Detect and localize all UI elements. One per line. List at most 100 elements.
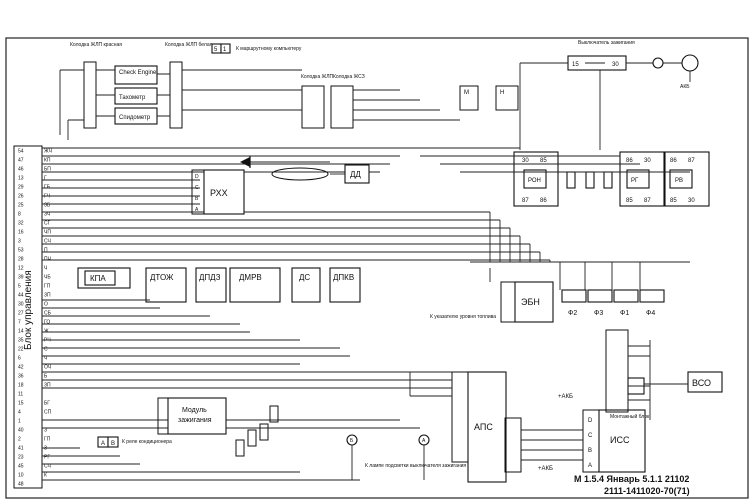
ecu-pin-number: 12 [18, 266, 24, 272]
diode [240, 156, 330, 168]
svg-text:85: 85 [540, 158, 547, 164]
ecu-pin-number: 16 [18, 230, 24, 236]
svg-text:30: 30 [522, 158, 529, 164]
ground-b: Б [346, 434, 358, 446]
svg-text:Н: Н [500, 90, 504, 96]
ecu-pin-number: 41 [18, 446, 24, 452]
check-engine-box [114, 65, 158, 85]
iss-label: ИСС [610, 435, 630, 445]
ecu-pin-number: 8 [18, 212, 21, 218]
svg-text:D: D [588, 418, 593, 424]
aps-label: АПС [474, 422, 493, 432]
tachometer-label: Тахометр [119, 95, 146, 101]
svg-text:М: М [464, 90, 469, 96]
ecu-wire-color: ГП [44, 437, 51, 443]
connector-4-label: Колодка ЖСЗ [333, 74, 365, 80]
ecu-pin-number: 2 [18, 437, 21, 443]
ecu-pin-number: 39 [18, 275, 24, 281]
ecu-wire-color: ГП [44, 284, 51, 290]
ecu-wire-color: Б [44, 374, 48, 380]
dpkv-label: ДПКВ [333, 273, 354, 282]
ds-block: ДС [291, 267, 321, 303]
title-line-2: 2111-1411020-70(71) [604, 486, 690, 496]
ecu-wire-color: ЗП [44, 293, 51, 299]
ecu-pin-number: 23 [18, 455, 24, 461]
dtozh-label: ДТОЖ [150, 273, 174, 282]
ebn-block: ЭБН К указателю уровня топлива [430, 281, 554, 323]
ecu-wire-color: ПЧ [44, 257, 51, 263]
ecu-wire-color: СБ [44, 311, 52, 317]
connector-red-label: Колодка ЖЛП красная [70, 42, 122, 48]
ecu-pin-number: 35 [18, 338, 24, 344]
dtozh-block: ДТОЖ [145, 267, 187, 303]
dmrv-label: ДМРВ [239, 273, 262, 282]
svg-text:РГ: РГ [631, 178, 639, 184]
tachometer-box [114, 87, 158, 105]
check-engine-label: Check Engine [119, 70, 157, 76]
ecu-pin-number: 14 [18, 329, 24, 335]
svg-text:Ф2: Ф2 [568, 310, 577, 317]
battery-label: АКБ [680, 84, 690, 90]
ecu-wire-color: ЧБ [44, 275, 51, 281]
ecu-wire-color: ЗП [44, 383, 51, 389]
ecu-pin-number: 53 [18, 248, 24, 254]
route-computer-label: К маршрутному компьютеру [236, 46, 302, 52]
ground-a: А [418, 434, 430, 446]
ecu-pin-number: 27 [18, 311, 24, 317]
relay-ron: РОН 30 85 87 86 [513, 151, 559, 207]
ecu-pin-number: 46 [18, 167, 24, 173]
svg-text:87: 87 [522, 198, 529, 204]
rxx-module: РХХ D C B A [191, 169, 245, 215]
ecu-pin-number: 4 [18, 410, 21, 416]
ecu-wire-color: СЧ [44, 464, 51, 470]
ecu-pin-number: 3 [18, 239, 21, 245]
relay-rg: РГ 86 30 85 87 [619, 151, 665, 207]
ecu-pin-number: 42 [18, 365, 24, 371]
ecu-wire-color: ЖЧ [44, 149, 52, 155]
ecu-wire-color: О [44, 302, 48, 308]
rxx-label: РХХ [210, 188, 228, 198]
svg-text:87: 87 [644, 198, 651, 204]
spark-plugs [235, 405, 279, 457]
ac-relay: А В К реле кондиционера [97, 436, 172, 448]
svg-text:86: 86 [626, 158, 633, 164]
svg-text:1: 1 [223, 47, 227, 53]
svg-text:Ф4: Ф4 [646, 310, 655, 317]
vso-block: ВСО [644, 371, 723, 393]
ecu-wire-color: ГБ [44, 185, 51, 191]
svg-text:В: В [111, 441, 115, 447]
svg-text:85: 85 [626, 198, 633, 204]
ecu-pin-number: 28 [18, 257, 24, 263]
mount-block-label: Монтажный блок [610, 413, 650, 420]
ecu-pin-number: 47 [18, 158, 24, 164]
ecu-wire-color: СЧ [44, 239, 51, 245]
ecu-wire-color: Ч [44, 356, 47, 362]
svg-text:B: B [588, 448, 592, 454]
ecu-pin-number: 45 [18, 464, 24, 470]
kpa-label: КПА [90, 274, 106, 283]
svg-text:30: 30 [644, 158, 651, 164]
route-computer: 5 1 К маршрутному компьютеру [211, 43, 302, 54]
dpdz-label: ДПДЗ [199, 273, 221, 282]
ecu-pin-number: 29 [18, 185, 24, 191]
dpdz-block: ДПДЗ [195, 267, 227, 303]
aps-block: АПС [451, 371, 522, 483]
ecu-wire-color: КП [44, 158, 51, 164]
ds-label: ДС [299, 273, 310, 282]
svg-text:15: 15 [572, 62, 579, 68]
ecu-pin-number: 7 [18, 320, 21, 326]
svg-text:A: A [588, 463, 592, 469]
svg-text:85: 85 [670, 198, 677, 204]
svg-text:Б: Б [350, 438, 354, 444]
instrument-cluster: Check Engine Тахометр Спидометр [114, 65, 158, 125]
ecu-wire-color: Ч [44, 266, 47, 272]
svg-text:30: 30 [688, 198, 695, 204]
svg-text:87: 87 [688, 158, 695, 164]
ecu-pin-number: 54 [18, 149, 24, 155]
svg-text:C: C [588, 433, 593, 439]
dpkv-block: ДПКВ [329, 267, 361, 303]
ignition-switch: Выключатель зажигания 15 30 [567, 40, 635, 71]
